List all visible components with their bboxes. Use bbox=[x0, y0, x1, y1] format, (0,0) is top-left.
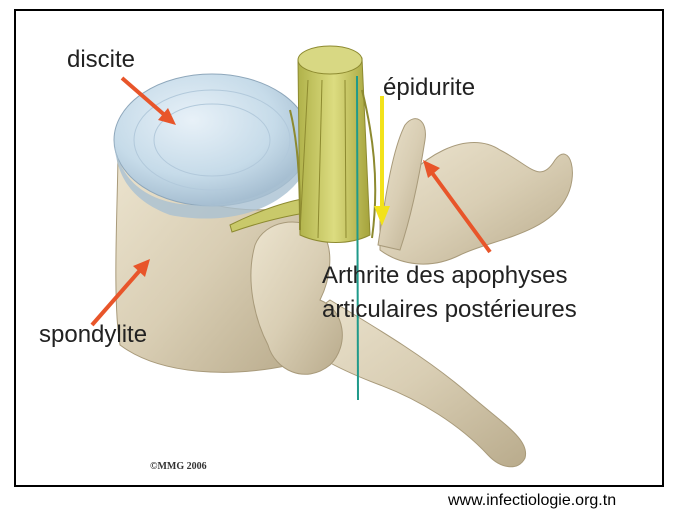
midline bbox=[357, 76, 358, 400]
label-arthrite-line2: articulaires postérieures bbox=[322, 296, 577, 324]
spinal-cord bbox=[298, 47, 370, 242]
label-epidurite: épidurite bbox=[383, 74, 475, 102]
label-discite: discite bbox=[67, 46, 135, 74]
copyright-text: ©MMG 2006 bbox=[150, 461, 207, 472]
label-spondylite: spondylite bbox=[39, 321, 147, 349]
label-arthrite-line1: Arthrite des apophyses bbox=[322, 262, 567, 290]
source-url: www.infectiologie.org.tn bbox=[448, 492, 616, 510]
epidurite-arrow bbox=[374, 96, 390, 226]
